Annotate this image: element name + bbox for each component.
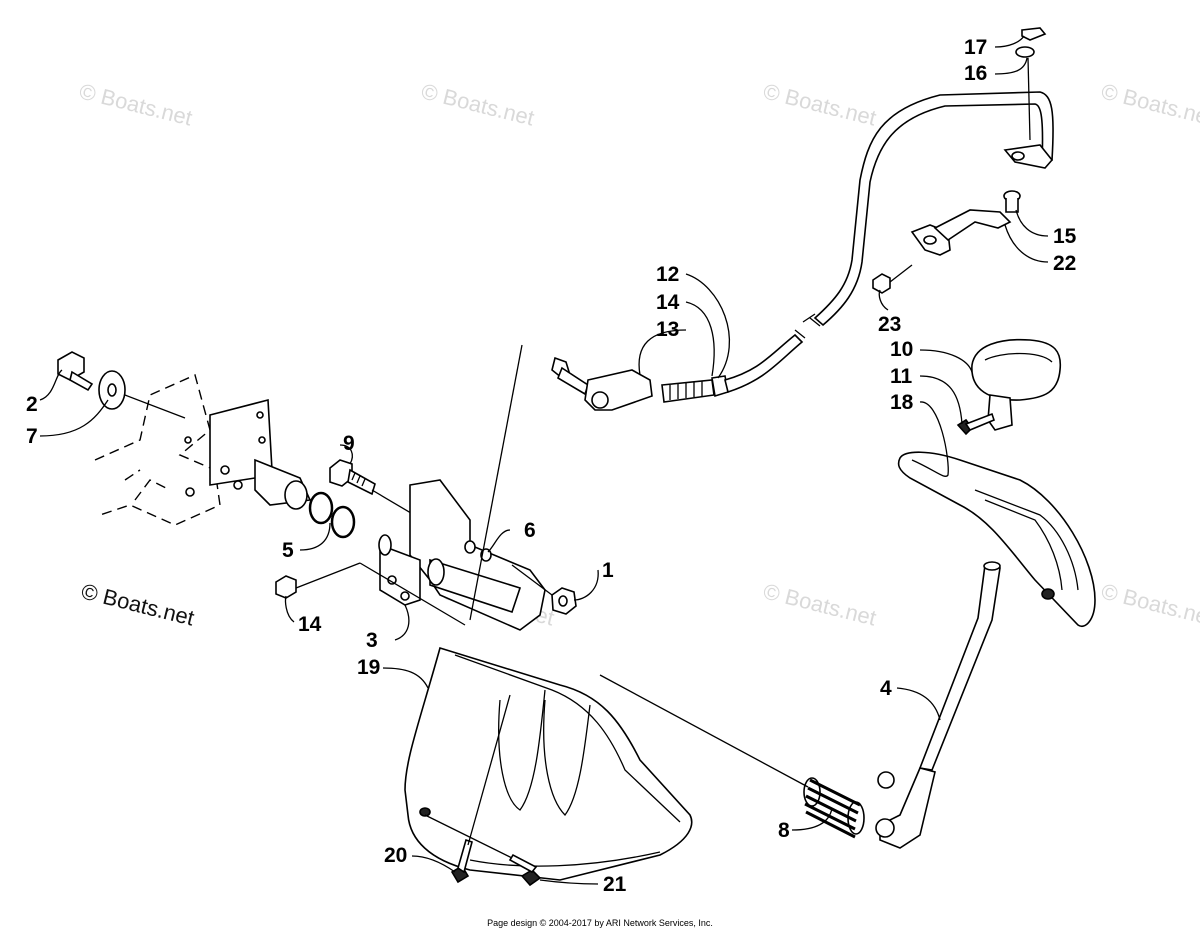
knob-part-10 — [971, 338, 1062, 431]
bolt-part-2 — [57, 351, 94, 392]
callout-2: 2 — [26, 393, 38, 416]
callout-19: 19 — [357, 656, 380, 679]
clevis-part-13 — [551, 356, 653, 411]
pivot-bolt-part-9 — [329, 459, 376, 496]
bushing-part-15 — [1003, 190, 1021, 213]
callout-22: 22 — [1053, 252, 1076, 275]
nut-part-14 — [275, 575, 297, 599]
washer-part-16 — [1015, 46, 1035, 58]
spring-part-8 — [803, 777, 865, 839]
callout-21: 21 — [603, 873, 627, 896]
shift-rod-part-12 — [661, 91, 1054, 403]
callout-5: 5 — [282, 539, 294, 562]
callout-6: 6 — [524, 519, 536, 542]
callout-16: 16 — [964, 62, 987, 85]
screw-part-20 — [450, 838, 473, 884]
callout-14-lower: 14 — [298, 613, 322, 636]
screw-part-21 — [508, 853, 542, 887]
callout-labels: 1 2 3 4 5 6 7 8 9 10 11 18 12 14 13 14 1… — [26, 36, 1077, 896]
screw-part-11 — [956, 412, 995, 436]
bolt-part-23 — [872, 273, 891, 294]
callout-12: 12 — [656, 263, 679, 286]
callout-3: 3 — [366, 629, 378, 652]
callout-8: 8 — [778, 819, 790, 842]
clip-part-17 — [1021, 27, 1047, 41]
callout-4: 4 — [880, 677, 892, 700]
pivot-bracket-part-3 — [378, 479, 546, 631]
shift-arm-part-22 — [910, 209, 1012, 256]
callout-leaders — [39, 35, 1049, 885]
callout-10: 10 — [890, 338, 913, 361]
frame-bracket — [94, 374, 312, 526]
callout-18: 18 — [890, 391, 914, 414]
pedal-pad-part-18 — [897, 451, 1096, 627]
callout-7: 7 — [26, 425, 38, 448]
callout-20: 20 — [384, 844, 407, 867]
pedal-lever-part-4 — [875, 561, 1001, 849]
copyright-footer: Page design © 2004-2017 by ARI Network S… — [487, 918, 713, 928]
callout-17: 17 — [964, 36, 987, 59]
callout-15: 15 — [1053, 225, 1077, 248]
callout-13: 13 — [656, 318, 679, 341]
o-rings-part-5 — [308, 491, 356, 539]
callout-14-upper: 14 — [656, 291, 680, 314]
pedal-cover-part-19 — [404, 646, 693, 881]
callout-1: 1 — [602, 559, 614, 582]
washer-part-7 — [98, 370, 126, 410]
nut-part-1 — [551, 587, 577, 615]
callout-11: 11 — [890, 365, 913, 388]
callout-9: 9 — [343, 432, 355, 455]
callout-23: 23 — [878, 313, 901, 336]
